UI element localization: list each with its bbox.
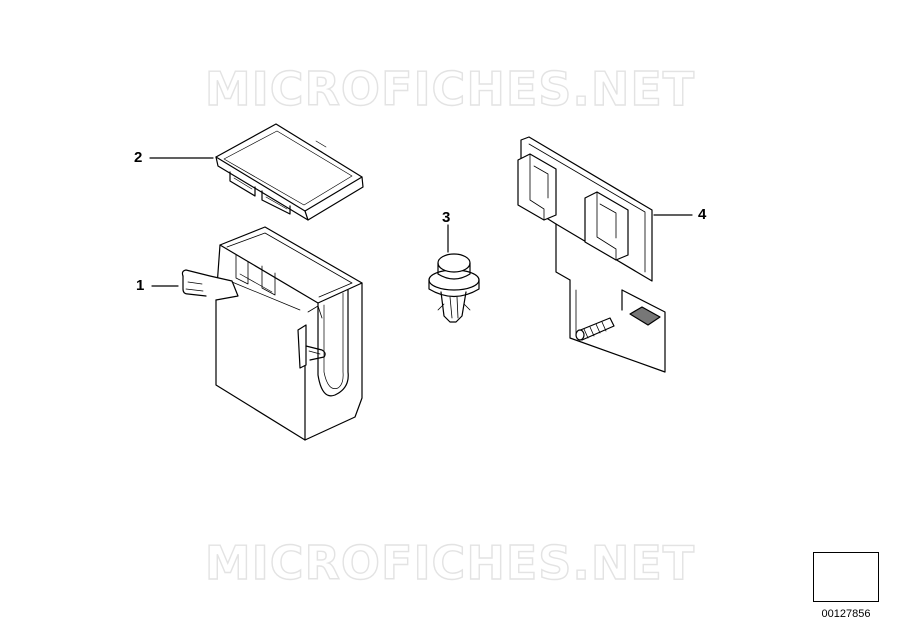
part-4-bracket[interactable]: [517, 136, 666, 373]
watermark-top: MICROFICHES.NET: [204, 61, 696, 116]
part-3-rivet[interactable]: [428, 253, 480, 323]
callout-3[interactable]: 3: [442, 209, 451, 226]
callout-2[interactable]: 2: [134, 149, 143, 166]
part-1-holder-box[interactable]: [181, 226, 363, 441]
part-2-cover[interactable]: [215, 123, 364, 221]
orientation-reference-box: [813, 552, 879, 602]
callout-1[interactable]: 1: [136, 277, 145, 294]
callout-4[interactable]: 4: [698, 206, 707, 223]
watermark-bottom: MICROFICHES.NET: [204, 535, 696, 590]
diagram-reference-number: 00127856: [821, 608, 871, 620]
